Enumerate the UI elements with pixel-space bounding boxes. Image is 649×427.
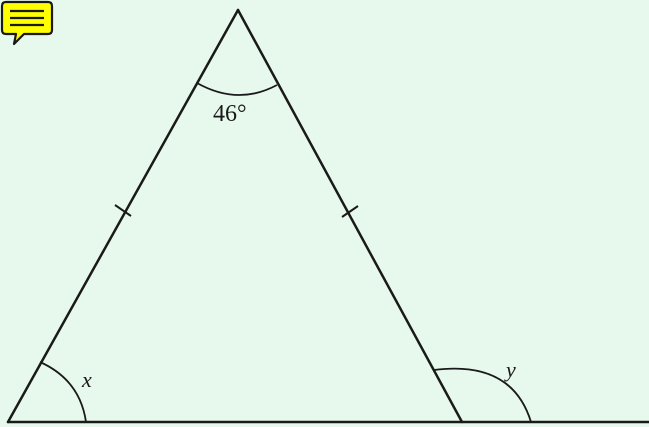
angle-x-arc — [39, 361, 87, 423]
equal-side-tick-left — [114, 204, 132, 217]
triangle-right-side — [236, 8, 464, 424]
angle-x-label: x — [81, 367, 92, 392]
apex-angle-arc — [196, 82, 278, 96]
triangle-left-side — [6, 8, 240, 424]
comment-bubble-shape — [0, 0, 54, 46]
apex-angle-label: 46° — [213, 101, 247, 127]
angle-y-arc — [433, 367, 532, 423]
equal-side-tick-right — [341, 205, 359, 218]
comment-note-icon[interactable] — [0, 0, 54, 48]
angle-y-label: y — [504, 357, 516, 382]
